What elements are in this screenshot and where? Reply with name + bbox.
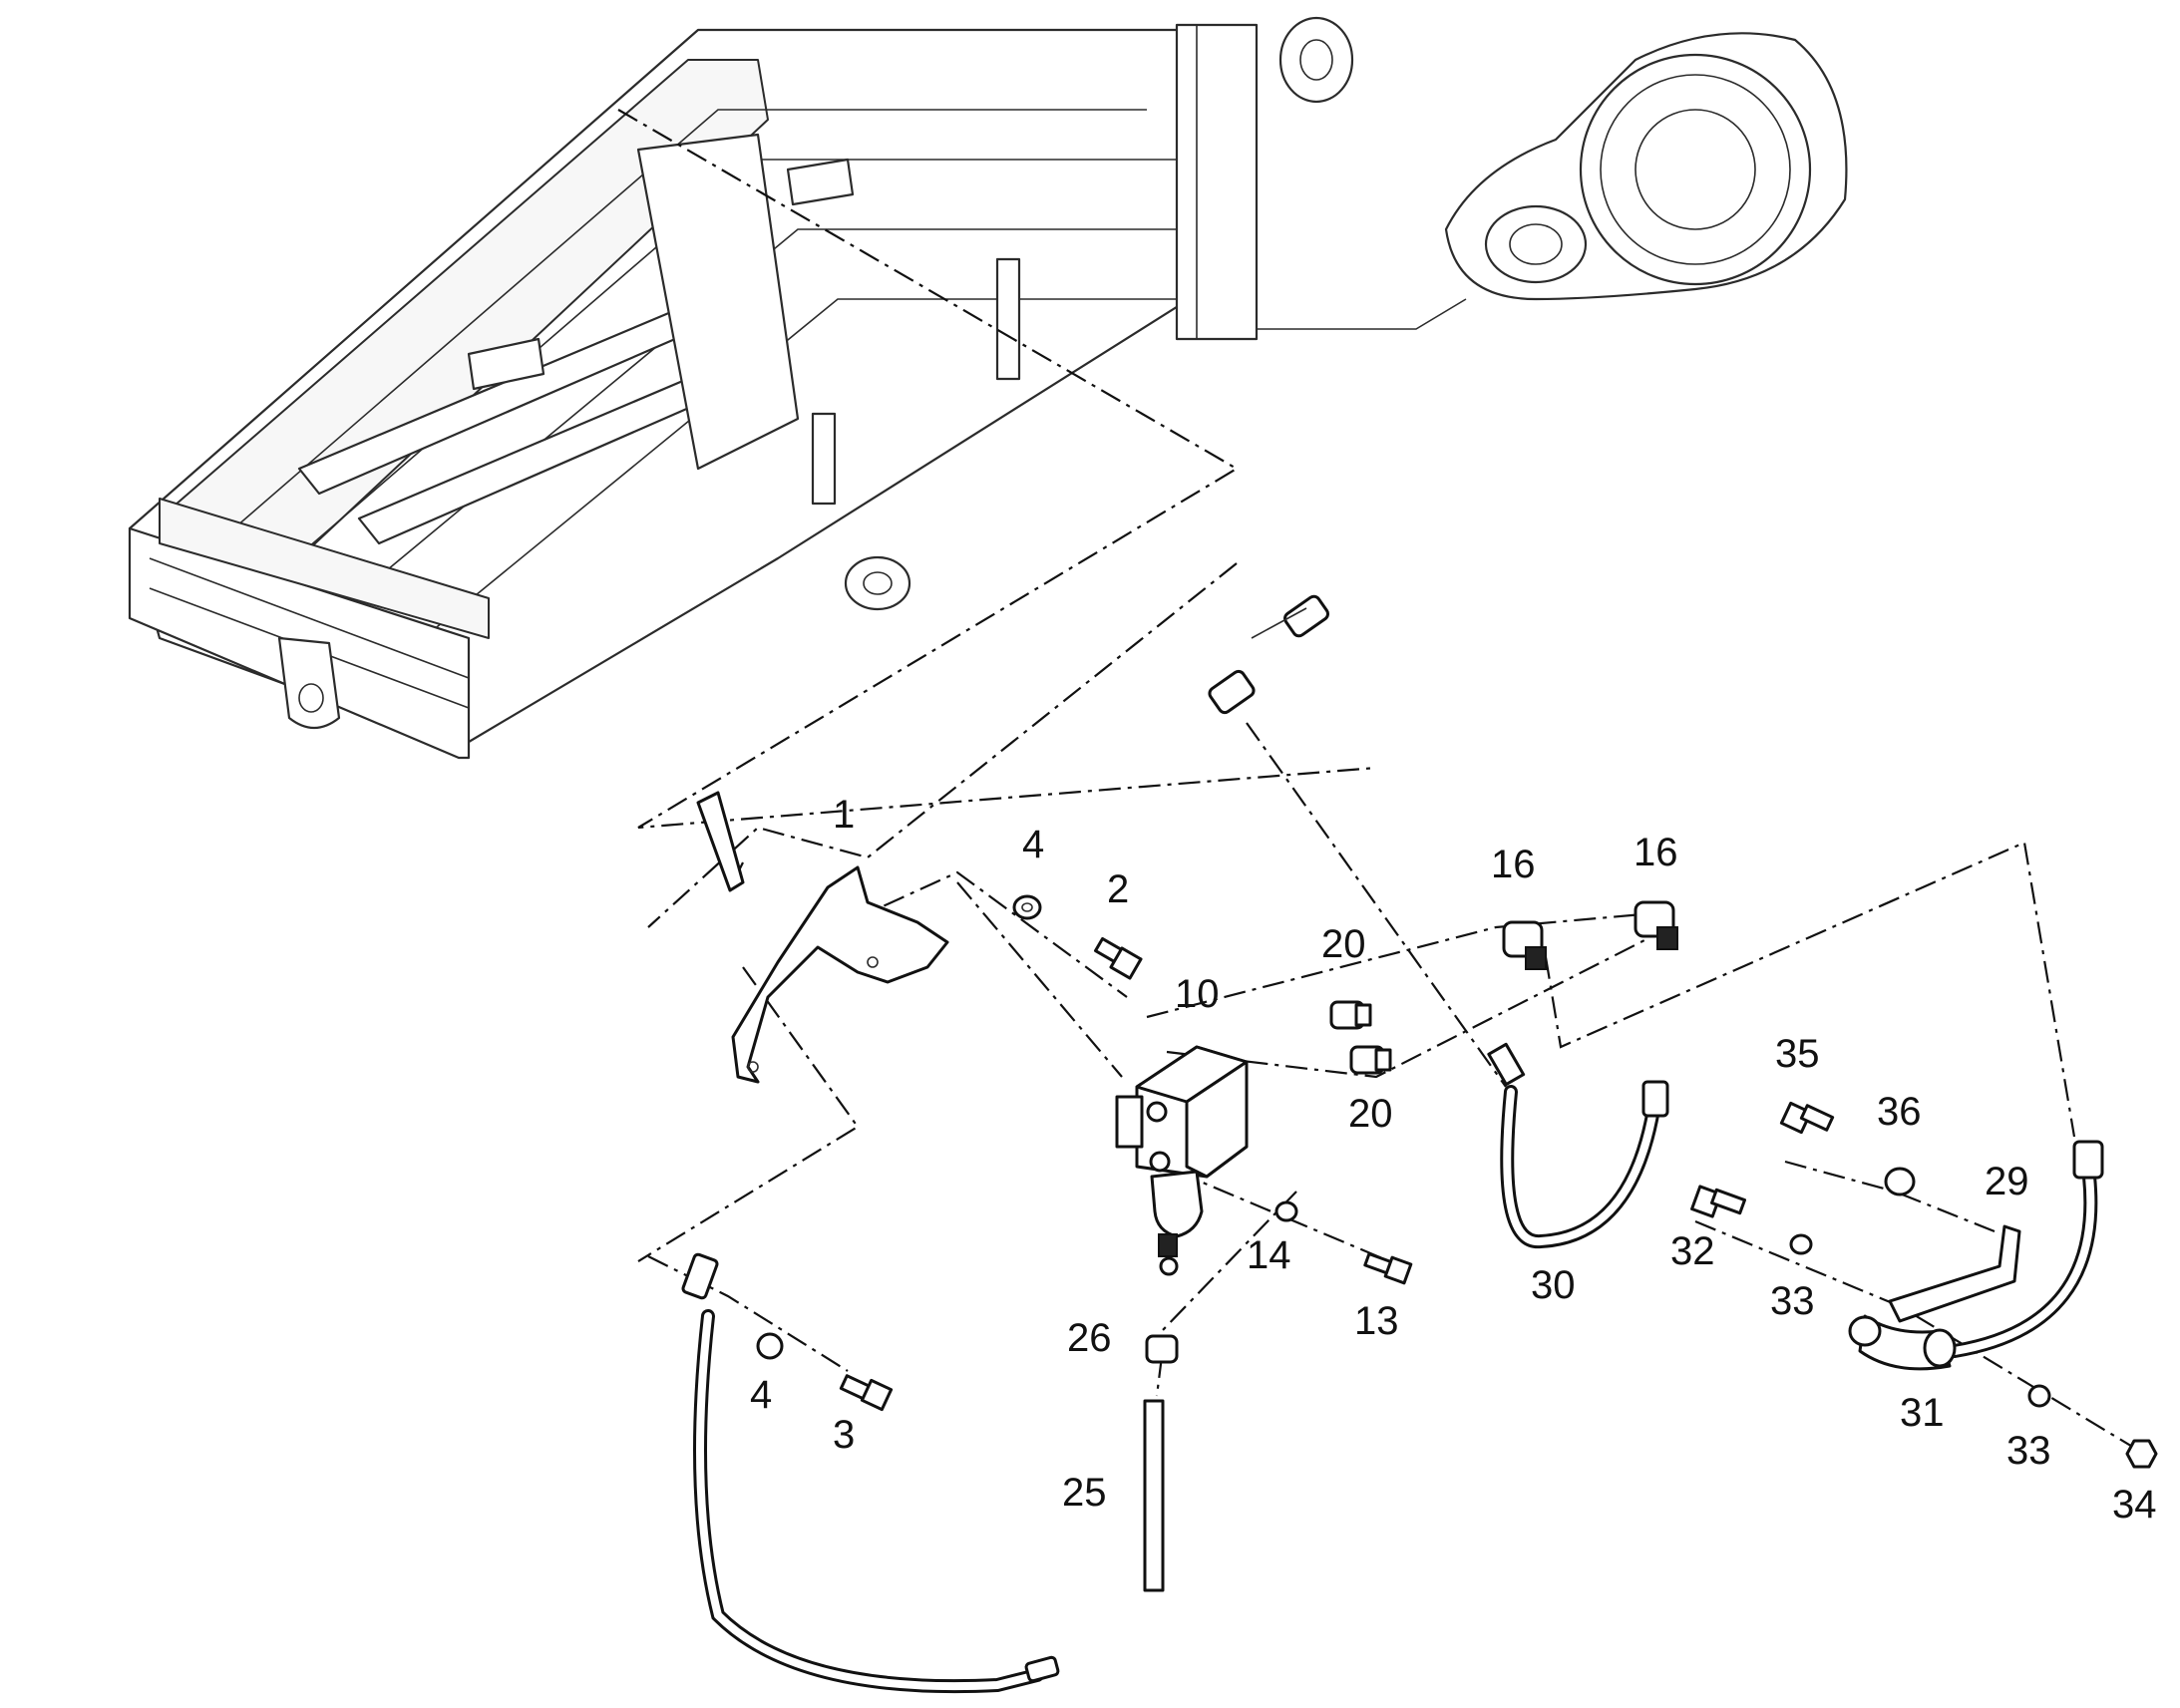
callout-1: 1 bbox=[833, 793, 855, 837]
elbow-part-16-right bbox=[1634, 900, 1678, 950]
machine-frame bbox=[128, 16, 1848, 760]
callout-33-lower: 33 bbox=[2006, 1429, 2051, 1473]
washer-part-4-lower bbox=[756, 1332, 784, 1360]
callout-14: 14 bbox=[1247, 1233, 1291, 1277]
callout-2: 2 bbox=[1107, 867, 1129, 911]
elbow-part-16-left bbox=[1502, 920, 1547, 970]
bolt-part-32 bbox=[1690, 1185, 1746, 1218]
valve-assembly-part-10 bbox=[1115, 1045, 1249, 1276]
bracket-part-29 bbox=[1888, 1224, 2021, 1323]
bolt-part-2 bbox=[1094, 936, 1143, 980]
washer-part-33-lower bbox=[2027, 1384, 2051, 1408]
fitting-part-20-upper bbox=[1329, 1000, 1372, 1030]
callout-31: 31 bbox=[1900, 1391, 1945, 1435]
bolt-part-3 bbox=[839, 1374, 894, 1412]
callout-35: 35 bbox=[1775, 1032, 1820, 1076]
callout-3: 3 bbox=[833, 1413, 855, 1457]
washer-part-14 bbox=[1274, 1200, 1298, 1222]
hose-part-30 bbox=[1487, 1042, 1669, 1249]
callout-4-upper: 4 bbox=[1022, 823, 1044, 866]
callout-25: 25 bbox=[1062, 1471, 1107, 1515]
small-plate-part bbox=[696, 791, 745, 892]
bracket-hole bbox=[867, 956, 879, 968]
elbow-part-26 bbox=[1145, 1334, 1179, 1364]
callout-20-lower: 20 bbox=[1348, 1092, 1393, 1136]
callout-29: 29 bbox=[1985, 1160, 2029, 1203]
callout-33-upper: 33 bbox=[1770, 1279, 1815, 1323]
fitting-part-20-lower bbox=[1349, 1045, 1392, 1075]
washer-part-33-upper bbox=[1789, 1233, 1813, 1255]
callout-10: 10 bbox=[1175, 972, 1220, 1016]
washer-part-4-upper-hole bbox=[1021, 902, 1033, 912]
callout-4-lower: 4 bbox=[750, 1373, 772, 1417]
callout-20-upper: 20 bbox=[1321, 922, 1366, 966]
callout-34: 34 bbox=[2112, 1483, 2157, 1527]
nut-part-34 bbox=[2125, 1439, 2158, 1469]
callout-30: 30 bbox=[1531, 1263, 1576, 1307]
callout-labels: 1 2 3 4 4 10 13 14 16 16 20 20 25 26 29 … bbox=[750, 793, 2157, 1527]
left-hose-assembly bbox=[681, 1252, 1060, 1694]
washer-part-36 bbox=[1884, 1167, 1916, 1196]
hose-right-assembly bbox=[1948, 1140, 2104, 1358]
callout-32: 32 bbox=[1670, 1229, 1715, 1273]
bolt-part-13 bbox=[1363, 1252, 1413, 1285]
bolt-part-35 bbox=[1779, 1101, 1835, 1135]
washer-part-4-upper bbox=[1012, 894, 1042, 920]
upper-fitting-part bbox=[1208, 594, 1329, 715]
bracket-part-1 bbox=[731, 865, 949, 1084]
callout-26: 26 bbox=[1067, 1316, 1112, 1360]
bracket-hole-lower bbox=[747, 1061, 759, 1073]
tube-part-25 bbox=[1143, 1399, 1165, 1592]
swivel-fitting-part-31 bbox=[1848, 1314, 1957, 1371]
callout-36: 36 bbox=[1877, 1090, 1922, 1134]
callout-13: 13 bbox=[1354, 1299, 1399, 1343]
callout-16-right: 16 bbox=[1634, 831, 1678, 874]
callout-16-left: 16 bbox=[1491, 843, 1536, 886]
